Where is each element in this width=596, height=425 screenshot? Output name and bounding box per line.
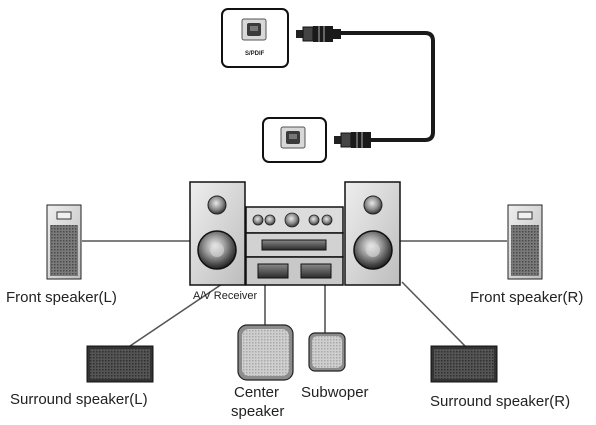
surround-speaker-right [430,345,498,383]
subwoofer-label: Subwoper [301,384,369,401]
receiver-left-speaker [189,181,246,286]
receiver-right-speaker [344,181,401,286]
center-speaker [237,324,294,381]
receiver-center-stack [245,206,344,286]
av-receiver [189,181,401,286]
front-speaker-left-label: Front speaker(L) [6,289,117,306]
surround-speaker-left-label: Surround speaker(L) [10,391,148,408]
av-receiver-label: A/V Receiver [193,290,258,302]
surround-speaker-right-label: Surround speaker(R) [430,393,571,410]
optical-plug-top [296,26,341,42]
optical-plug-bottom [334,132,371,148]
front-speaker-left [46,204,82,280]
center-speaker-label-line2: speaker [231,403,285,420]
center-speaker-label-line1: Center [234,384,280,401]
spdif-port-label: S/PDIF [245,51,265,57]
spdif-port-receiver [262,117,327,163]
surround-speaker-left [86,345,154,383]
spdif-port-source [221,8,289,68]
speaker-wires [82,240,507,347]
front-speaker-right [507,204,543,280]
subwoofer [308,332,346,372]
front-speaker-right-label: Front speaker(R) [470,289,584,306]
optical-cable [296,26,435,148]
